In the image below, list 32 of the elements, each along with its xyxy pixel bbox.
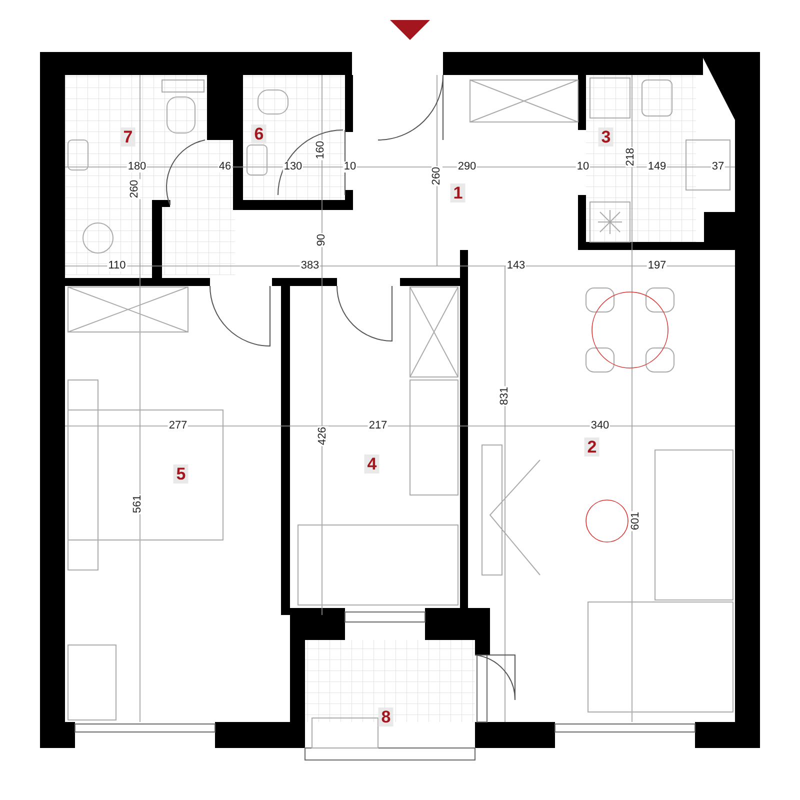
dimension-label: 383 [300, 260, 320, 272]
dimension-label: 290 [456, 162, 478, 172]
room-number: 3 [598, 128, 614, 146]
room-number: 4 [364, 454, 380, 474]
dimension-label: 37 [710, 162, 726, 172]
dimension-label: 217 [368, 420, 388, 432]
dimension-label: 110 [107, 260, 127, 272]
dimension-label: 143 [506, 260, 526, 272]
dimension-label: 197 [646, 260, 668, 272]
dimension-label: 561 [132, 494, 144, 514]
dimension-label: 149 [646, 162, 668, 172]
room-number: 2 [584, 438, 600, 456]
dimension-label: 277 [168, 420, 188, 432]
room-number: 6 [251, 124, 267, 144]
dimension-label: 180 [126, 162, 148, 172]
dimension-label: 10 [576, 162, 590, 172]
dimension-label: 831 [500, 386, 510, 406]
room-number: 8 [378, 708, 394, 726]
dimension-label: 160 [316, 140, 326, 160]
room-number: 7 [120, 128, 136, 146]
dimension-label: 426 [318, 426, 328, 446]
dimension-label: 218 [626, 146, 636, 168]
room-number: 1 [450, 184, 466, 202]
dimension-label: 130 [282, 162, 304, 172]
dimension-label: 601 [630, 510, 642, 532]
dimension-label: 260 [130, 178, 140, 200]
dimension-label: 90 [316, 232, 328, 248]
dimension-label: 260 [432, 166, 442, 186]
dimension-label: 46 [218, 162, 232, 172]
dimension-label: 10 [342, 162, 358, 172]
dimension-label: 340 [590, 420, 610, 432]
room-number: 5 [173, 464, 189, 484]
